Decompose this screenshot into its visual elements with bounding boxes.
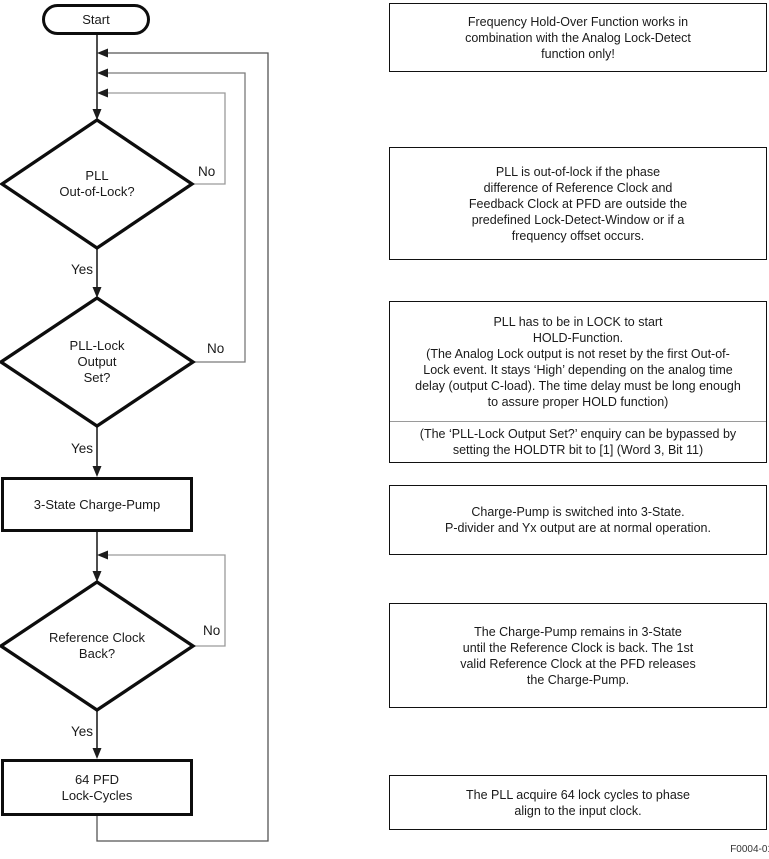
branch-yes-1: Yes bbox=[70, 262, 93, 277]
annotation-text: The Charge-Pump remains in 3-State until… bbox=[460, 624, 696, 687]
branch-no-1: No bbox=[198, 164, 216, 179]
decision-pll-out-of-lock-label: PLL Out-of-Lock? bbox=[59, 168, 135, 199]
figure-id-label: F0004-01 bbox=[730, 844, 769, 855]
branch-yes-3: Yes bbox=[70, 724, 93, 739]
decision-pll-lock-output-set bbox=[0, 296, 196, 428]
branch-no-3: No bbox=[203, 623, 221, 638]
branch-no-2: No bbox=[207, 341, 225, 356]
annotation-box-lock-to-start: PLL has to be in LOCK to start HOLD-Func… bbox=[389, 301, 767, 463]
start-label: Start bbox=[82, 11, 110, 27]
annotation-box-out-of-lock: PLL is out-of-lock if the phase differen… bbox=[389, 147, 767, 260]
connector-loop-no-reference-clock bbox=[97, 550, 226, 647]
branch-yes-2: Yes bbox=[70, 441, 93, 456]
annotation-box-hold-over: Frequency Hold-Over Function works in co… bbox=[389, 3, 767, 72]
connector-loop-restart-outer bbox=[96, 48, 269, 842]
process-3state-charge-pump: 3-State Charge-Pump bbox=[1, 477, 193, 532]
connector-loop-no-out-of-lock bbox=[97, 88, 226, 185]
annotation-box-remains-3state: The Charge-Pump remains in 3-State until… bbox=[389, 603, 767, 708]
annotation-text: Charge-Pump is switched into 3-State. P-… bbox=[445, 505, 711, 535]
annotation-note-bypass: (The ‘PLL-Lock Output Set?’ enquiry can … bbox=[390, 421, 766, 462]
annotation-text: PLL is out-of-lock if the phase differen… bbox=[468, 164, 688, 243]
annotation-text: PLL has to be in LOCK to start HOLD-Func… bbox=[415, 314, 741, 409]
process-64-pfd-lock-cycles-label: 64 PFD Lock-Cycles bbox=[61, 771, 133, 803]
annotation-box-charge-pump-3state: Charge-Pump is switched into 3-State. P-… bbox=[389, 485, 767, 555]
decision-pll-lock-output-set-label: PLL-Lock Output Set? bbox=[69, 338, 125, 385]
decision-reference-clock-back bbox=[0, 580, 196, 712]
annotation-text: Frequency Hold-Over Function works in co… bbox=[465, 14, 691, 61]
process-3state-charge-pump-label: 3-State Charge-Pump bbox=[33, 496, 161, 512]
annotation-box-64-lock-cycles: The PLL acquire 64 lock cycles to phase … bbox=[389, 775, 767, 830]
decision-reference-clock-back-label: Reference Clock Back? bbox=[48, 630, 146, 661]
decision-pll-out-of-lock bbox=[0, 118, 195, 250]
connector-loop-no-lock-output bbox=[97, 68, 246, 363]
start-node: Start bbox=[42, 4, 150, 35]
annotation-text: The PLL acquire 64 lock cycles to phase … bbox=[466, 787, 690, 818]
process-64-pfd-lock-cycles: 64 PFD Lock-Cycles bbox=[1, 759, 193, 816]
